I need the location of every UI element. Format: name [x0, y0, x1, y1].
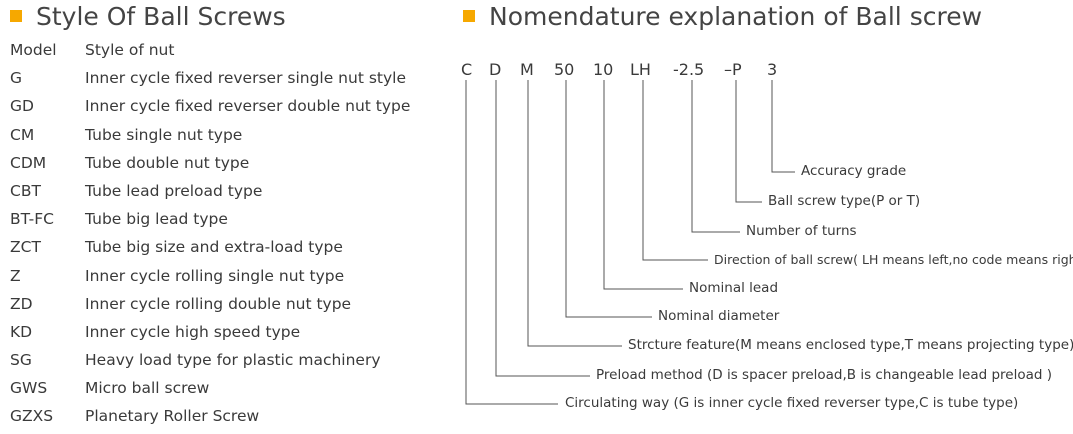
model-code: GD	[10, 97, 34, 116]
connector-line-lh	[642, 80, 708, 261]
nomenclature-title: Nomendature explanation of Ball screw	[463, 2, 982, 31]
style-desc: Inner cycle fixed reverser single nut st…	[85, 69, 406, 88]
style-desc: Planetary Roller Screw	[85, 407, 260, 426]
model-code: SG	[10, 351, 32, 370]
style-desc: Tube lead preload type	[85, 181, 263, 200]
model-code: G	[10, 69, 23, 88]
connector-line-10	[603, 80, 683, 290]
model-code: GWS	[10, 379, 48, 398]
model-code: CM	[10, 125, 35, 144]
label-ball-screw-type: Ball screw type(P or T)	[768, 193, 921, 209]
style-desc: Tube big size and extra-load type	[85, 238, 343, 257]
orange-square-icon	[463, 10, 475, 22]
style-desc: Micro ball screw	[85, 379, 210, 398]
orange-square-icon	[10, 10, 22, 22]
style-desc: Inner cycle fixed reverser double nut ty…	[85, 97, 411, 116]
style-desc: Inner cycle high speed type	[85, 322, 301, 341]
code-3: 3	[767, 60, 778, 79]
style-desc: Heavy load type for plastic machinery	[85, 351, 381, 370]
model-code: ZCT	[10, 238, 41, 257]
model-code: BT-FC	[10, 210, 55, 229]
connector-line-d	[495, 80, 590, 377]
label-preload-method: Preload method (D is spacer preload,B is…	[596, 367, 1053, 383]
label-nominal-lead: Nominal lead	[689, 280, 779, 296]
label-accuracy-grade: Accuracy grade	[801, 163, 907, 179]
model-code: KD	[10, 322, 33, 341]
label-circulating-way: Circulating way (G is inner cycle fixed …	[565, 395, 1019, 411]
model-code: ZD	[10, 294, 33, 313]
connector-line-c	[465, 80, 558, 405]
style-desc: Tube double nut type	[85, 153, 250, 172]
label-number-of-turns: Number of turns	[746, 223, 857, 239]
style-desc: Tube single nut type	[85, 125, 243, 144]
code-50: 50	[554, 60, 575, 79]
code-lh: LH	[630, 60, 651, 79]
code-c: C	[461, 60, 473, 79]
label-structure-feature: Strcture feature(M means enclosed type,T…	[628, 337, 1073, 353]
label-nominal-diameter: Nominal diameter	[658, 308, 780, 324]
model-code: Z	[10, 266, 21, 285]
code-10: 10	[593, 60, 614, 79]
code-m: M	[520, 60, 534, 79]
code-p: –P	[724, 60, 742, 79]
model-code: CDM	[10, 153, 47, 172]
connector-line-turns	[691, 80, 740, 233]
style-desc: Inner cycle rolling double nut type	[85, 294, 352, 313]
connector-line-50	[565, 80, 652, 318]
code-d: D	[489, 60, 502, 79]
style-desc: Tube big lead type	[85, 210, 228, 229]
left-title-text: Style Of Ball Screws	[36, 2, 286, 31]
style-desc: Inner cycle rolling single nut type	[85, 266, 345, 285]
connector-line-3	[771, 80, 795, 173]
connector-line-m	[527, 80, 622, 347]
code-turns: -2.5	[673, 60, 705, 79]
model-code: CBT	[10, 181, 41, 200]
style-header: Style of nut	[85, 41, 175, 59]
style-of-ball-screws-title: Style Of Ball Screws	[10, 2, 286, 31]
model-header: Model	[10, 41, 57, 59]
connector-line-p	[735, 80, 762, 203]
right-title-text: Nomendature explanation of Ball screw	[489, 2, 983, 31]
model-code: GZXS	[10, 407, 54, 426]
label-direction: Direction of ball screw( LH means left,n…	[714, 252, 1073, 267]
